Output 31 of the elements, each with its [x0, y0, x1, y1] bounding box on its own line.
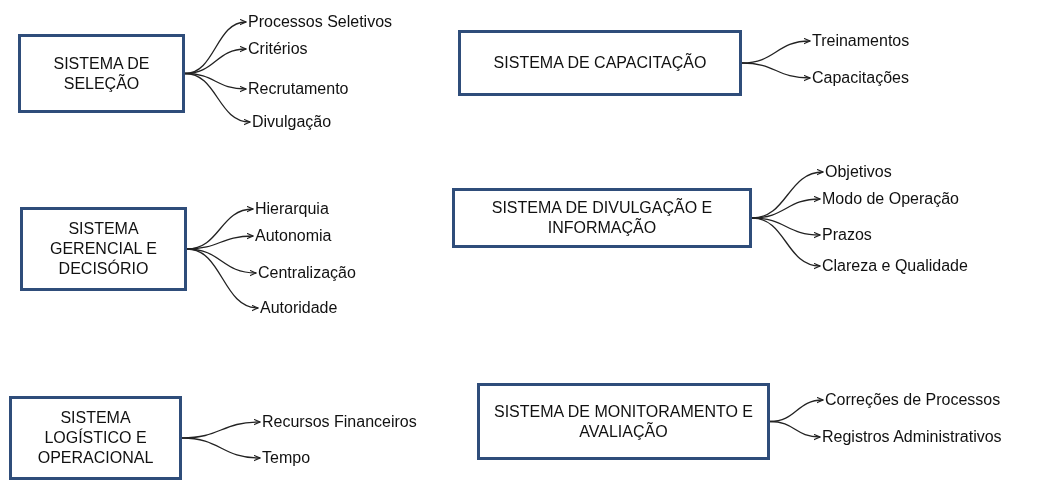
arrow: [769, 420, 821, 440]
item-label: Tempo: [262, 448, 311, 468]
item-label: Treinamentos: [812, 31, 910, 51]
arrow: [751, 217, 821, 239]
item-label: Recursos Financeiros: [262, 412, 417, 432]
item-label: Divulgação: [252, 112, 332, 132]
item-label: Modo de Operação: [822, 189, 959, 209]
arrow: [186, 248, 257, 276]
item-label: Correções de Processos: [825, 390, 1001, 410]
item-label: Critérios: [248, 39, 308, 59]
item-label: Autonomia: [255, 226, 332, 246]
system-box: SISTEMA DE MONITORAMENTO E AVALIAÇÃO: [477, 383, 770, 460]
item-label: Processos Seletivos: [248, 12, 393, 32]
arrow: [184, 72, 251, 125]
system-box: SISTEMA DE CAPACITAÇÃO: [458, 30, 742, 96]
system-box: SISTEMA LOGÍSTICO E OPERACIONAL: [9, 396, 182, 480]
item-label: Prazos: [822, 225, 872, 245]
system-box: SISTEMA DE DIVULGAÇÃO E INFORMAÇÃO: [452, 188, 752, 248]
arrow: [751, 217, 821, 269]
system-box: SISTEMA GERENCIAL E DECISÓRIO: [20, 207, 187, 291]
arrow: [181, 437, 261, 462]
item-label: Clareza e Qualidade: [822, 256, 968, 276]
item-label: Autoridade: [260, 298, 338, 318]
arrow: [741, 62, 811, 82]
item-label: Recrutamento: [248, 79, 349, 99]
system-box: SISTEMA DE SELEÇÃO: [18, 34, 185, 113]
item-label: Centralização: [258, 263, 356, 283]
item-label: Hierarquia: [255, 199, 329, 219]
item-label: Objetivos: [825, 162, 892, 182]
item-label: Capacitações: [812, 68, 909, 88]
item-label: Registros Administrativos: [822, 427, 1002, 447]
